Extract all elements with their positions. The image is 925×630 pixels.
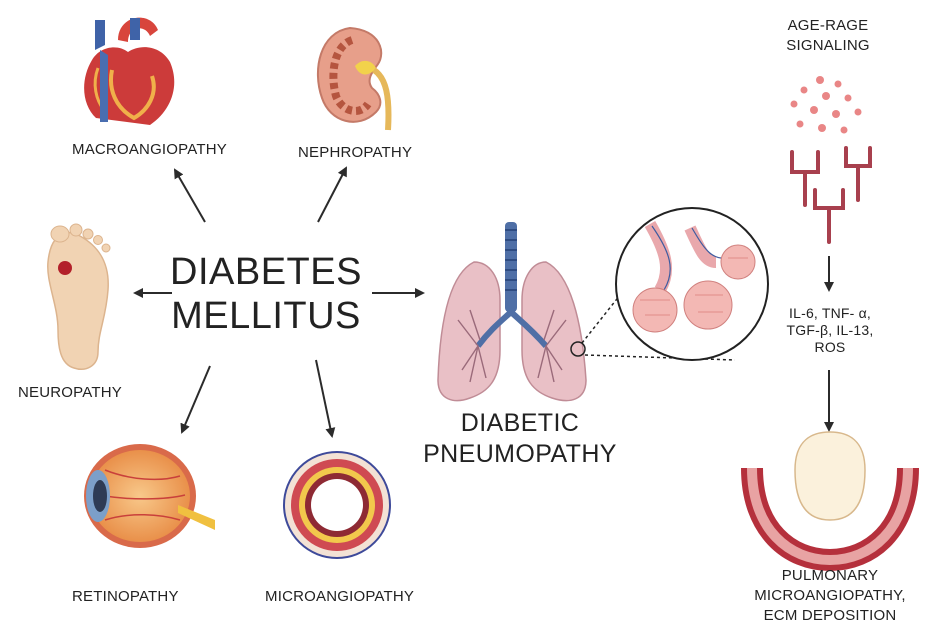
signaling-line2: SIGNALING: [760, 36, 896, 56]
outcome-line3: ECM DEPOSITION: [740, 606, 920, 626]
label-nephropathy: NEPHROPATHY: [298, 144, 412, 161]
outcome-line1: PULMONARY: [740, 566, 920, 586]
label-microangiopathy: MICROANGIOPATHY: [265, 588, 414, 605]
outcome-line2: MICROANGIOPATHY,: [740, 586, 920, 606]
label-macroangiopathy: MACROANGIOPATHY: [72, 141, 227, 158]
alveolar-capillary-icon: [752, 432, 908, 560]
arrow-to-retinopathy: [182, 366, 210, 432]
microvessel-icon: [284, 452, 390, 558]
cytokines-line3: ROS: [770, 339, 890, 356]
center-title: DIABETES MELLITUS: [166, 250, 366, 338]
label-retinopathy: RETINOPATHY: [72, 588, 179, 605]
label-neuropathy: NEUROPATHY: [18, 384, 122, 401]
cytokines-line2: TGF-β, IL-13,: [770, 322, 890, 339]
pneumopathy-title: DIABETIC PNEUMOPATHY: [410, 408, 630, 470]
arrow-to-nephropathy: [318, 168, 346, 222]
cytokines-list: IL-6, TNF- α, TGF-β, IL-13, ROS: [770, 305, 890, 356]
pneumopathy-line2: PNEUMOPATHY: [410, 439, 630, 470]
signaling-line1: AGE-RAGE: [760, 16, 896, 36]
center-title-line1: DIABETES: [166, 250, 366, 294]
heart-icon: [84, 18, 174, 125]
age-particles-icon: [791, 76, 862, 134]
signaling-title: AGE-RAGE SIGNALING: [760, 16, 896, 56]
center-title-line2: MELLITUS: [166, 294, 366, 338]
arrow-to-microangiopathy: [316, 360, 332, 436]
alveoli-icon: [616, 208, 768, 360]
foot-icon: [48, 224, 110, 369]
cytokines-line1: IL-6, TNF- α,: [770, 305, 890, 322]
lungs-icon: [438, 222, 586, 401]
kidney-icon: [318, 28, 389, 130]
eye-icon: [84, 444, 215, 548]
outcome-text: PULMONARY MICROANGIOPATHY, ECM DEPOSITIO…: [740, 566, 920, 626]
pneumopathy-line1: DIABETIC: [410, 408, 630, 439]
arrow-to-macroangiopathy: [175, 170, 205, 222]
ulcer-icon: [58, 261, 72, 275]
rage-receptors-icon: [792, 148, 870, 242]
